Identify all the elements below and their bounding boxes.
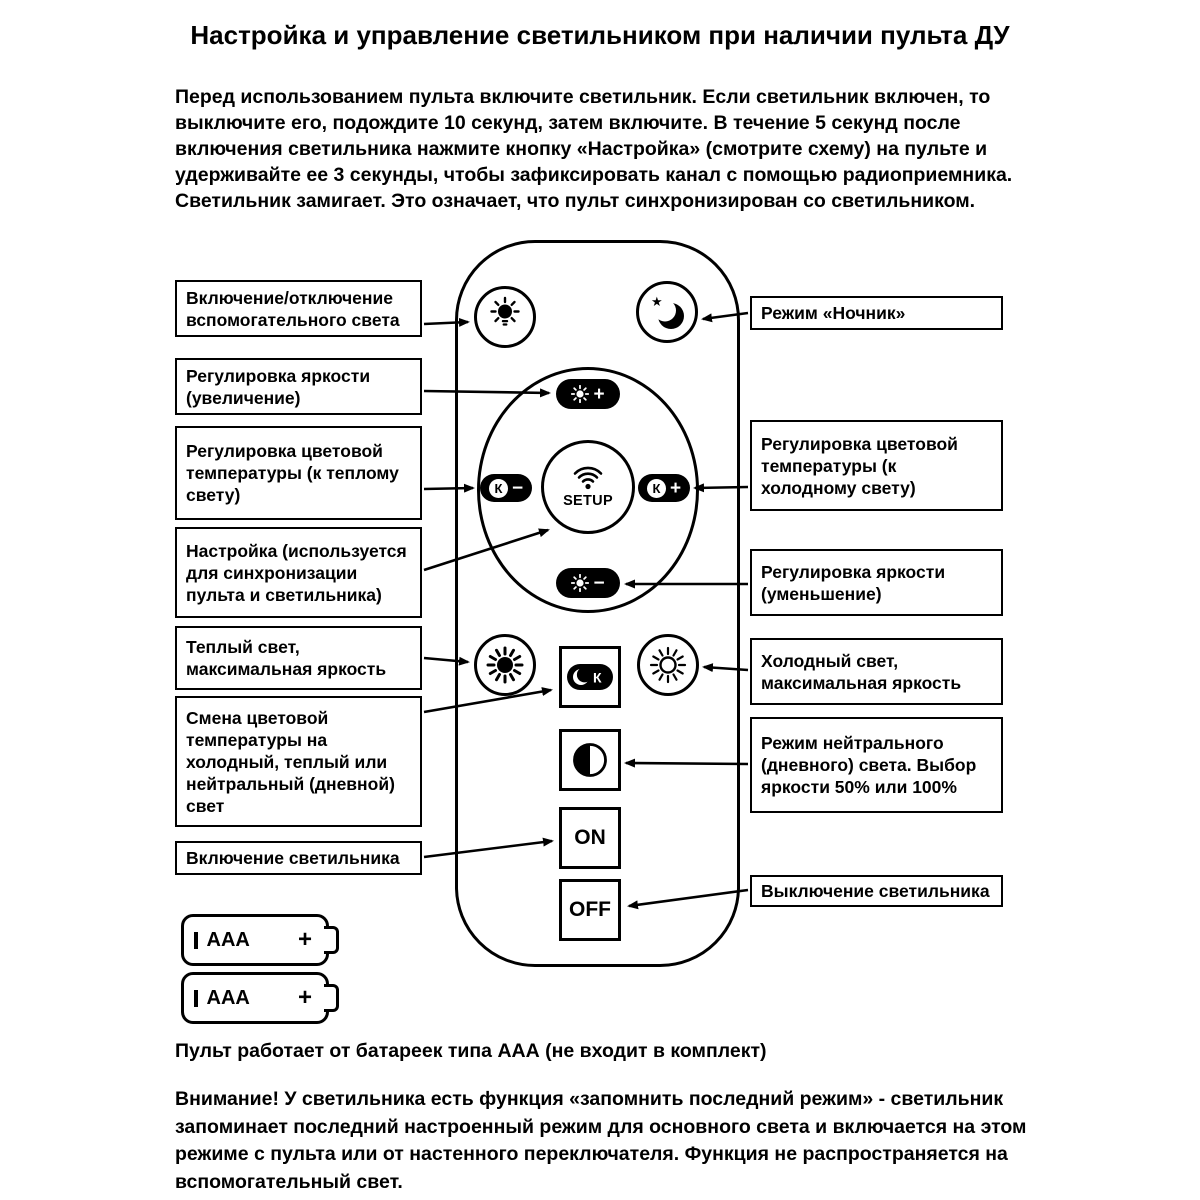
intro-paragraph: Перед использованием пульта включите све… xyxy=(175,86,1013,212)
wifi-icon xyxy=(573,466,603,489)
label-color-temp-cool: Регулировка цветовой температуры (к холо… xyxy=(750,420,1003,511)
arrow-neutral-mode xyxy=(624,758,749,768)
label-on: Включение светильника xyxy=(175,841,422,875)
label-brightness-down: Регулировка яркости (уменьшение) xyxy=(750,549,1003,616)
off-label: OFF xyxy=(569,898,611,921)
label-color-toggle: Смена цветовой температуры на холодный, … xyxy=(175,696,422,827)
label-color-temp-warm: Регулировка цветовой температуры (к тепл… xyxy=(175,426,422,520)
k-letter-disc: К xyxy=(646,478,666,498)
neutral-mode-button xyxy=(559,729,621,791)
battery-aaa-2: AAA + xyxy=(181,972,329,1024)
battery-type-label: AAA xyxy=(206,928,250,951)
minus-sign: − xyxy=(511,477,524,499)
label-warm-max: Теплый свет, максимальная яркость xyxy=(175,626,422,690)
label-brightness-up: Регулировка яркости (увеличение) xyxy=(175,358,422,415)
arrow-color-temp-warm xyxy=(423,483,475,493)
half-circle-icon xyxy=(573,743,607,777)
sun-outline-icon xyxy=(649,646,687,684)
brightness-down-button: − xyxy=(556,568,620,598)
sun-icon xyxy=(571,574,590,592)
k-letter-disc: К xyxy=(488,478,508,498)
arrow-setup xyxy=(423,528,550,572)
arrow-cool-max xyxy=(702,663,749,673)
battery-terminal-bar xyxy=(194,989,198,1007)
warm-max-button xyxy=(474,634,536,696)
k-letter: К xyxy=(593,670,602,686)
brightness-up-button: + xyxy=(556,379,620,409)
arrow-warm-max xyxy=(423,656,470,666)
arrow-off xyxy=(627,888,749,910)
arrow-aux-light xyxy=(423,317,470,327)
battery-plus-sign: + xyxy=(297,926,312,953)
label-off: Выключение светильника xyxy=(750,875,1003,907)
aux-light-button xyxy=(474,286,536,348)
color-temp-toggle-button: К xyxy=(559,646,621,708)
setup-button: SETUP xyxy=(541,440,635,534)
minus-sign: − xyxy=(593,572,605,594)
sun-filled-icon xyxy=(486,646,524,684)
color-temp-warm-button: К − xyxy=(480,474,532,502)
arrow-color-temp-cool xyxy=(693,483,749,493)
label-cool-max: Холодный свет, максимальная яркость xyxy=(750,638,1003,705)
arrow-color-toggle xyxy=(423,687,553,714)
label-neutral-mode: Режим нейтрального (дневного) света. Выб… xyxy=(750,717,1003,813)
off-button: OFF xyxy=(559,879,621,941)
on-button: ON xyxy=(559,807,621,869)
battery-plus-sign: + xyxy=(297,984,312,1011)
battery-terminal-bar xyxy=(194,931,198,949)
battery-note: Пульт работает от батареек типа ААА (не … xyxy=(175,1040,767,1062)
arrow-brightness-up xyxy=(423,388,551,398)
plus-sign: + xyxy=(669,477,682,499)
color-temp-cool-button: К + xyxy=(638,474,690,502)
arrow-night-mode xyxy=(701,311,749,323)
bulb-icon xyxy=(490,296,520,326)
label-setup: Настройка (используется для синхронизаци… xyxy=(175,527,422,618)
label-aux-light: Включение/отключение вспомогательного св… xyxy=(175,280,422,337)
star-glyph: ★ xyxy=(651,294,663,309)
battery-aaa-1: AAA + xyxy=(181,914,329,966)
setup-label: SETUP xyxy=(563,492,613,509)
battery-type-label: AAA xyxy=(206,986,250,1009)
moon-star-icon: ★ xyxy=(651,294,684,329)
label-night-mode: Режим «Ночник» xyxy=(750,296,1003,330)
sun-icon xyxy=(571,385,590,403)
arrow-on xyxy=(423,837,554,859)
on-label: ON xyxy=(574,826,606,849)
plus-sign: + xyxy=(593,383,605,405)
cool-max-button xyxy=(637,634,699,696)
moon-k-icon: К xyxy=(567,664,613,690)
warning-paragraph: Внимание! У светильника есть функция «за… xyxy=(175,1088,1027,1193)
night-mode-button: ★ xyxy=(636,281,698,343)
page-title: Настройка и управление светильником при … xyxy=(190,20,1010,50)
